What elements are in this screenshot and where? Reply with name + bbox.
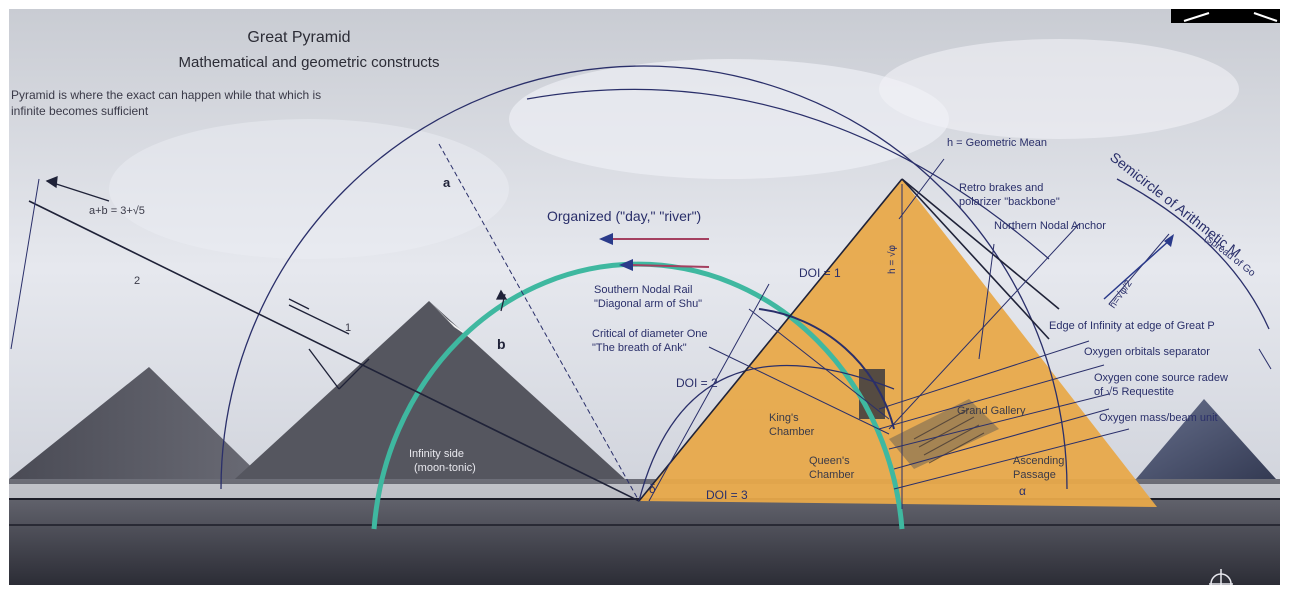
cloud: [509, 59, 949, 179]
quote-line-1: Pyramid is where the exact can happen wh…: [11, 88, 321, 102]
label-one: 1: [345, 322, 351, 334]
label-b: b: [497, 336, 506, 352]
grand-gallery: [889, 399, 999, 469]
oxygen-cone-1: Oxygen cone source radew: [1094, 372, 1228, 384]
label-delta: δ: [649, 482, 656, 496]
label-organized: Organized ("day," "river"): [547, 208, 701, 224]
retro-brakes-2: polarizer "backbone": [959, 196, 1060, 208]
label-grand-gallery: Grand Gallery: [957, 405, 1026, 417]
kings-chamber-2: Chamber: [769, 426, 815, 438]
label-edge-infinity: Edge of Infinity at edge of Great P: [1049, 320, 1215, 332]
outer-arc: [526, 88, 1050, 260]
pyramid-diagram: Great Pyramid Mathematical and geometric…: [9, 9, 1280, 585]
doi-3: DOI = 3: [706, 488, 748, 502]
infinity-side-2: (moon-tonic): [414, 462, 476, 474]
label-two: 2: [134, 275, 140, 287]
label-oxygen-mass: Oxygen mass/beam unit: [1099, 412, 1218, 424]
label-h: h = √φ: [886, 245, 898, 274]
quote-line-2: infinite becomes sufficient: [11, 104, 149, 118]
chamber-arc: [758, 308, 895, 430]
kings-chamber-1: King's: [769, 412, 799, 424]
great-pyramid: [639, 179, 1157, 507]
ascending-1: Ascending: [1013, 455, 1064, 467]
diagram-frame: Great Pyramid Mathematical and geometric…: [9, 9, 1280, 585]
logo-emblem-icon: [1171, 9, 1280, 23]
infinity-side-1: Infinity side: [409, 448, 464, 460]
southern-nodal-2: "Diagonal arm of Shu": [594, 298, 702, 310]
large-semicircle: [220, 65, 1068, 490]
queens-chamber-1: Queen's: [809, 455, 850, 467]
diagonal-line: [28, 200, 640, 502]
doi-2: DOI = 2: [676, 376, 718, 390]
oxygen-cone-2: of √5 Requestite: [1094, 386, 1174, 398]
queens-chamber-2: Chamber: [809, 469, 855, 481]
label-geometric-mean: h = Geometric Mean: [947, 137, 1047, 149]
label-a: a: [443, 175, 451, 190]
ascending-2: Passage: [1013, 469, 1056, 481]
label-alpha: α: [1019, 484, 1026, 498]
compass-icon: [1209, 569, 1233, 585]
menkaure-pyramid: [1119, 399, 1280, 499]
small-pyramid-left: [9, 367, 274, 489]
cloud: [879, 39, 1239, 139]
arithmetic-arc: [1116, 178, 1270, 330]
label-a-plus-b: a+b = 3+√5: [89, 205, 145, 217]
cloud: [109, 119, 509, 259]
subtitle: Mathematical and geometric constructs: [179, 54, 440, 71]
label-oxygen-orbitals: Oxygen orbitals separator: [1084, 346, 1210, 358]
inner-arc: [638, 364, 895, 502]
title: Great Pyramid: [247, 29, 350, 46]
retro-brakes-1: Retro brakes and: [959, 182, 1043, 194]
doi-1: DOI = 1: [799, 266, 841, 280]
southern-nodal-1: Southern Nodal Rail: [594, 284, 692, 296]
critical-1: Critical of diameter One: [592, 328, 708, 340]
label-northern-nodal: Northern Nodal Anchor: [994, 220, 1106, 232]
critical-2: "The breath of Ank": [592, 342, 687, 354]
